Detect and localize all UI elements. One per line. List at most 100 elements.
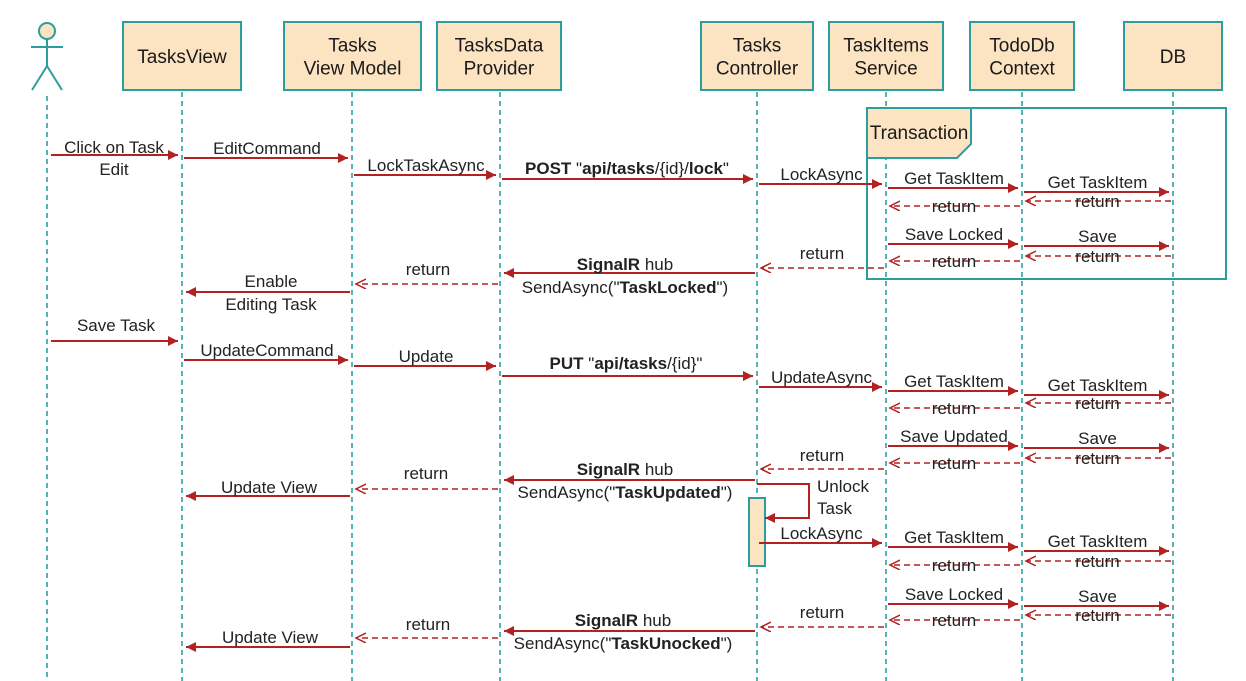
message-dbctx-to-service: return (890, 197, 1020, 216)
participant-box (122, 21, 242, 91)
message-label: SendAsync("TaskUnocked") (514, 634, 733, 653)
message-label: Save Locked (905, 225, 1003, 244)
message-dbctx-to-db: Get TaskItem (1024, 173, 1169, 197)
message-label: Click on Task (64, 138, 164, 157)
message-label: SendAsync("TaskLocked") (522, 278, 728, 297)
message-label: Update View (221, 478, 318, 497)
message-tasksview-to-vm: UpdateCommand (184, 341, 348, 365)
self-message-arrow (757, 483, 810, 523)
message-label: Get TaskItem (1048, 173, 1148, 192)
message-label: return (1075, 192, 1119, 211)
message-label: return (800, 244, 844, 263)
message-label: PUT "api/tasks/{id}" (550, 354, 703, 373)
participant-label: Controller (716, 59, 799, 80)
message-label: Save Updated (900, 427, 1008, 446)
message-label: Get TaskItem (904, 169, 1004, 188)
participant-label: TaskItems (843, 36, 929, 57)
message-service-to-controller: return (761, 446, 884, 469)
message-label: return (1075, 449, 1119, 468)
message-vm-to-tasksview: Update View (186, 478, 350, 501)
message-label: return (932, 197, 976, 216)
message-label: Edit (99, 160, 129, 179)
frame-label: Transaction (870, 123, 969, 144)
transaction-frame: Transaction (866, 107, 1227, 280)
message-service-to-dbctx: Get TaskItem (888, 528, 1018, 552)
message-dbctx-to-service: return (890, 252, 1020, 271)
participant-label: Context (989, 59, 1055, 80)
message-vm-to-provider: Update (354, 347, 496, 371)
message-label: SignalR hub (577, 255, 673, 274)
message-service-to-dbctx: Save Updated (888, 427, 1018, 451)
message-label: Get TaskItem (904, 528, 1004, 547)
message-controller-to-service: LockAsync (759, 524, 882, 548)
message-label: return (1075, 552, 1119, 571)
participant-label: Tasks (733, 36, 782, 57)
message-dbctx-to-service: return (890, 399, 1020, 418)
message-db-to-dbctx: return (1026, 449, 1171, 468)
message-label: Update (399, 347, 454, 366)
message-label: return (932, 399, 976, 418)
message-label: return (800, 446, 844, 465)
message-db-to-dbctx: return (1026, 606, 1171, 625)
message-provider-to-vm: return (356, 464, 498, 489)
message-label: Save Locked (905, 585, 1003, 604)
message-label: return (1075, 394, 1119, 413)
message-provider-to-controller: PUT "api/tasks/{id}" (502, 354, 753, 381)
message-label: UpdateAsync (771, 368, 873, 387)
participant-tasksview: TasksView (122, 21, 242, 91)
message-provider-to-vm: return (356, 260, 498, 284)
message-label: Save (1078, 227, 1117, 246)
message-label: return (932, 454, 976, 473)
message-label: Get TaskItem (1048, 376, 1148, 395)
message-dbctx-to-service: return (890, 611, 1020, 630)
message-label: LockAsync (780, 524, 863, 543)
participant-label: View Model (304, 59, 402, 80)
message-label: Get TaskItem (904, 372, 1004, 391)
message-label: LockTaskAsync (367, 156, 485, 175)
message-provider-to-controller: POST "api/tasks/{id}/lock" (502, 159, 753, 184)
message-service-to-dbctx: Save Locked (888, 225, 1018, 249)
message-label: SignalR hub (577, 460, 673, 479)
participant-label: TodoDb (989, 36, 1055, 57)
message-label: return (406, 260, 450, 279)
message-label: SendAsync("TaskUpdated") (518, 483, 733, 502)
message-label: Unlock (817, 477, 869, 496)
message-label: LockAsync (780, 165, 863, 184)
message-db-to-dbctx: return (1026, 247, 1171, 266)
message-label: return (932, 611, 976, 630)
message-dbctx-to-db: Save (1024, 587, 1169, 611)
message-dbctx-to-db: Save (1024, 227, 1169, 251)
participant-box (700, 21, 814, 91)
message-label: Save (1078, 429, 1117, 448)
message-dbctx-to-service: return (890, 454, 1020, 473)
message-label: Save (1078, 587, 1117, 606)
message-service-to-dbctx: Get TaskItem (888, 169, 1018, 193)
message-vm-to-provider: LockTaskAsync (354, 156, 496, 180)
message-label: return (404, 464, 448, 483)
frame-tab (866, 107, 972, 159)
participant-label: Provider (464, 59, 535, 80)
message-label: Enable (245, 272, 298, 291)
message-label: SignalR hub (575, 611, 671, 630)
message-label: Save Task (77, 316, 156, 335)
message-service-to-dbctx: Get TaskItem (888, 372, 1018, 396)
message-label: EditCommand (213, 139, 321, 158)
message-service-to-controller: return (761, 603, 884, 627)
participant-box (1123, 21, 1223, 91)
activation-bar-controller (748, 497, 766, 567)
message-label: UpdateCommand (200, 341, 333, 360)
message-user-to-tasksview: Save Task (51, 316, 178, 346)
message-db-to-dbctx: return (1026, 192, 1171, 211)
message-dbctx-to-db: Get TaskItem (1024, 532, 1169, 556)
participant-box (283, 21, 422, 91)
message-service-to-dbctx: Save Locked (888, 585, 1018, 609)
